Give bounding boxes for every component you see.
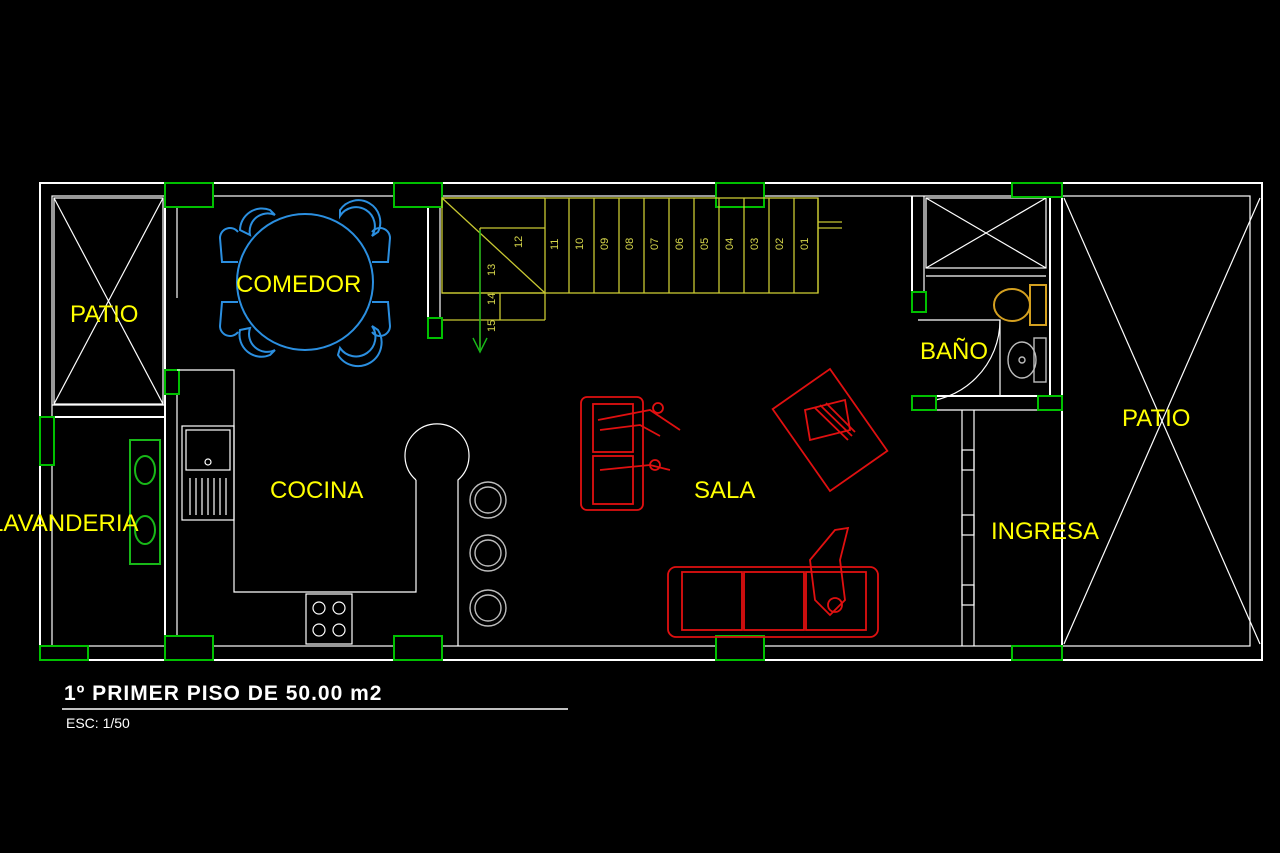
room-label-comedor: COMEDOR	[236, 271, 361, 298]
step-label: 08	[624, 238, 636, 250]
room-label-lavanderia: LAVANDERIA	[0, 510, 139, 537]
stove-icon	[305, 593, 353, 645]
bar-stools	[469, 481, 507, 627]
structural-columns	[39, 182, 1063, 661]
dining-table-icon	[218, 199, 392, 368]
room-label-patio-right: PATIO	[1122, 405, 1190, 432]
laundry-sink-icon	[129, 439, 161, 565]
staircase: 01 02 03 04 05 06 07 08 09 10 11 12 13 1…	[441, 197, 842, 354]
title-block: 1º PRIMER PISO DE 50.00 m2 ESC: 1/50	[62, 682, 568, 731]
step-label: 01	[799, 238, 811, 250]
washbasin-icon	[1007, 337, 1047, 383]
step-label: 09	[599, 238, 611, 250]
step-label: 04	[724, 238, 736, 250]
step-label: 10	[574, 238, 586, 250]
sofa-icon	[667, 526, 879, 638]
exterior-walls	[39, 182, 1263, 661]
patio-left-void	[53, 197, 164, 405]
tv-table-icon	[771, 367, 889, 493]
kitchen-counter	[177, 369, 470, 646]
patio-right-void	[1063, 197, 1261, 645]
step-label: 11	[549, 239, 561, 250]
room-label-bano: BAÑO	[920, 338, 988, 365]
room-label-ingresa: INGRESA	[991, 518, 1099, 545]
interior-walls	[52, 196, 1063, 646]
scale-label: ESC: 1/50	[66, 715, 130, 731]
step-label: 14	[486, 293, 498, 305]
room-labels: PATIO COMEDOR LAVANDERIA COCINA SALA BAÑ…	[0, 271, 1190, 545]
room-label-cocina: COCINA	[270, 477, 363, 504]
step-label: 03	[749, 238, 761, 250]
sink-drainboard	[189, 478, 227, 515]
step-label: 06	[674, 238, 686, 250]
step-label: 15	[486, 320, 498, 332]
plan-title: 1º PRIMER PISO DE 50.00 m2	[64, 682, 382, 705]
armchairs-icon	[580, 396, 681, 511]
room-label-sala: SALA	[694, 477, 755, 504]
step-label: 02	[774, 238, 786, 250]
step-label: 12	[513, 236, 525, 248]
toilet-icon	[993, 284, 1047, 326]
step-label: 07	[649, 238, 661, 250]
room-label-patio-left: PATIO	[70, 301, 138, 328]
step-label: 13	[486, 264, 498, 276]
step-label: 05	[699, 238, 711, 250]
